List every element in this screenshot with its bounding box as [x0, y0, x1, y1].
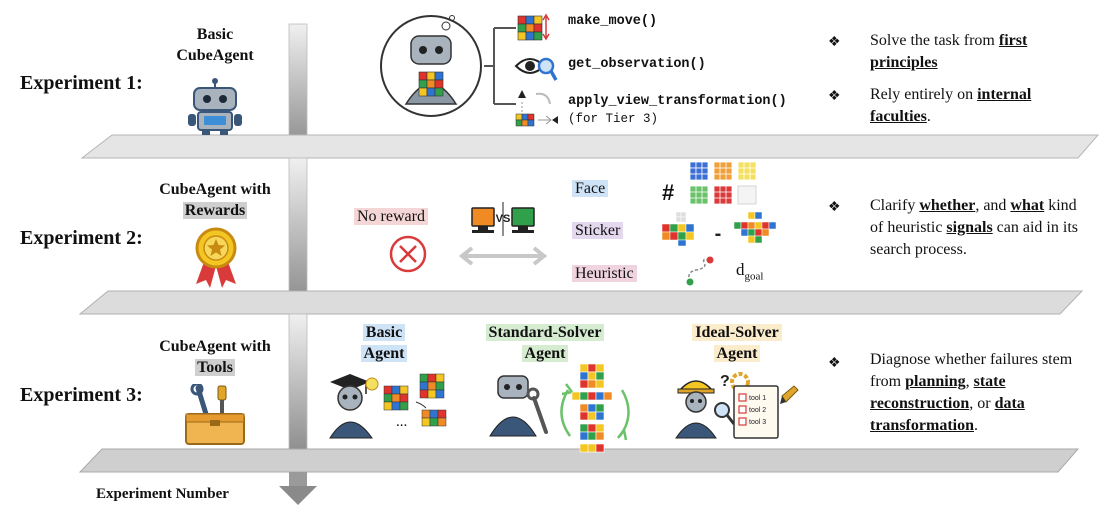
axis-segment-3: [288, 313, 308, 451]
exp1-bullet-2: Rely entirely on internal faculties.: [870, 86, 1032, 125]
question-mark: ?: [720, 373, 730, 390]
standard-solver-robot-icon: [489, 375, 548, 437]
cube-move-icon: [517, 13, 550, 41]
checklist-item: tool 3: [749, 419, 766, 426]
face-grids-icon: [690, 162, 757, 205]
bullet-symbol: ❖: [828, 356, 841, 371]
ideal-solver-engineer-icon: ?: [675, 373, 736, 439]
versus-monitors-icon: VS: [458, 202, 548, 266]
sub-agent-standard-solver-title: Standard-Solver Agent: [470, 322, 620, 364]
axis-segment-1: [288, 23, 308, 147]
experiment-1-label: Experiment 1:: [20, 72, 143, 94]
distance-to-goal-label: dgoal: [736, 260, 764, 283]
experiment-3-label: Experiment 3:: [20, 384, 143, 406]
no-reward-x-icon: [389, 235, 427, 273]
tool-checklist-icon: tool 1 tool 2 tool 3: [730, 372, 799, 439]
sticker-nets-icon: -: [662, 212, 777, 247]
agent-title-2: CubeAgent with Rewards: [159, 181, 271, 219]
tool-connector-lines: [484, 27, 516, 105]
basic-agent-scholar-icon: [329, 373, 447, 439]
exp3-bullet: Diagnose whether failures stem from plan…: [870, 351, 1073, 434]
agent-title-3: CubeAgent with Tools: [159, 338, 271, 376]
axis-label: Experiment Number: [96, 486, 229, 502]
axis-arrow-head: [279, 486, 317, 505]
axis-arrow-shaft: [289, 472, 307, 486]
face-hash-symbol: #: [662, 180, 675, 205]
bullet-symbol: ❖: [828, 89, 841, 104]
signal-heuristic-label: Heuristic: [572, 265, 637, 283]
signal-sticker-label: Sticker: [572, 222, 624, 240]
tool-make-move: make_move(): [568, 14, 658, 29]
plane-2: [78, 290, 1084, 315]
thinking-agent-icon: [380, 15, 482, 117]
agent-title-1: Basic CubeAgent: [176, 26, 254, 64]
vs-text: VS: [496, 213, 511, 225]
tool-get-observation: get_observation(): [568, 57, 706, 72]
heuristic-path-icon: [686, 256, 714, 286]
ellipsis: ...: [396, 414, 408, 430]
toolbox-icon: [185, 384, 245, 445]
plane-3: [78, 448, 1080, 473]
sub-agent-ideal-solver-title: Ideal-Solver Agent: [672, 322, 802, 364]
sub-agent-basic-title: Basic Agent: [334, 322, 434, 364]
robot-icon: [188, 78, 242, 135]
view-transform-icon: [515, 90, 558, 127]
checklist-item: tool 1: [749, 395, 766, 402]
plane-1: [80, 134, 1100, 159]
exp1-bullet-1: Solve the task from first principles: [870, 32, 1028, 71]
no-reward-label: No reward: [354, 208, 428, 226]
eye-magnifier-icon: [514, 57, 558, 81]
medal-icon: [195, 227, 237, 288]
bullet-symbol: ❖: [828, 200, 841, 215]
axis-segment-2: [288, 157, 308, 301]
signal-face-label: Face: [572, 180, 609, 198]
tool-tier-note: (for Tier 3): [568, 112, 659, 126]
bullet-symbol: ❖: [828, 35, 841, 50]
experiment-2-label: Experiment 2:: [20, 227, 143, 249]
tool-apply-view-transformation: apply_view_transformation(): [568, 94, 787, 109]
exp2-bullet: Clarify whether, and what kind of heuris…: [870, 197, 1078, 258]
minus-symbol: -: [715, 223, 722, 245]
cube-net-rotation-icon: [560, 364, 630, 453]
checklist-item: tool 2: [749, 407, 766, 414]
